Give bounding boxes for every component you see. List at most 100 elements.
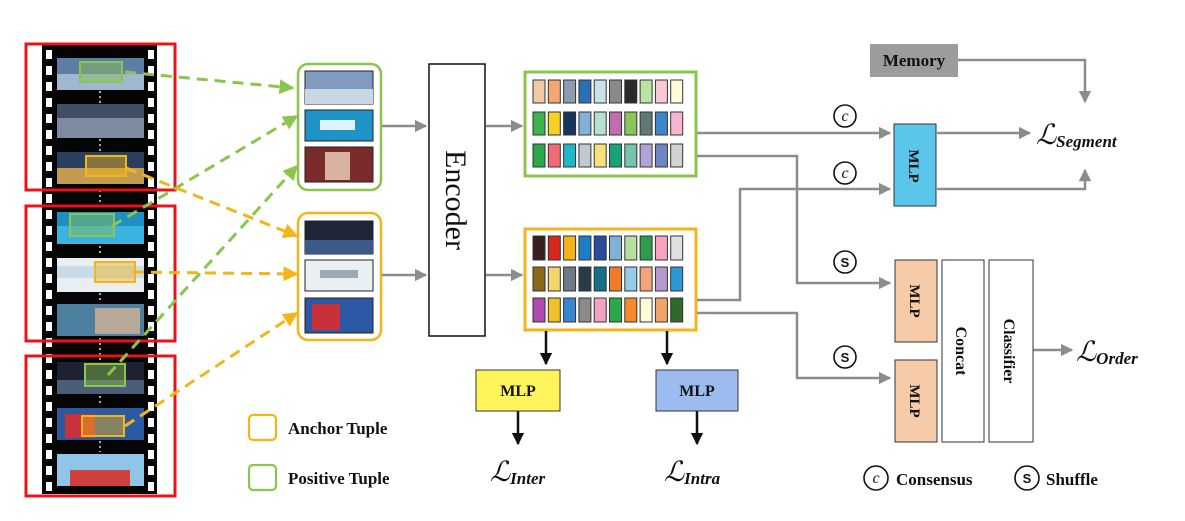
- sprocket-hole: [148, 306, 154, 315]
- video-film-strip: [24, 42, 177, 498]
- sampling-lines: [106, 70, 299, 428]
- sprocket-hole: [46, 162, 52, 171]
- feature-cell: [532, 266, 546, 292]
- feature-cell: [578, 266, 592, 292]
- positive-highlight-2: [69, 213, 115, 237]
- sprocket-hole: [148, 50, 154, 59]
- feature-cell: [624, 111, 638, 136]
- feature-cell: [547, 235, 561, 261]
- feature-cell: [609, 111, 622, 136]
- feature-cell: [593, 235, 607, 261]
- sprocket-hole: [46, 82, 52, 91]
- loss-inter: ℒInter: [490, 457, 546, 488]
- feature-cell: [609, 297, 622, 323]
- sprocket-hole: [148, 450, 154, 459]
- sprocket-hole: [46, 418, 52, 427]
- feature-cell: [578, 111, 592, 136]
- feature-cell: [639, 297, 653, 323]
- sprocket-hole: [46, 274, 52, 283]
- concat-block: Concat: [941, 259, 985, 443]
- anchor-highlight-1: [85, 155, 127, 177]
- loss-order: ℒOrder: [1076, 337, 1138, 368]
- sprocket-hole: [46, 114, 52, 123]
- positive-highlight-3: [84, 363, 126, 387]
- svg-text:Concat: Concat: [952, 327, 969, 377]
- feature-cell: [578, 79, 592, 104]
- sprocket-hole: [148, 274, 154, 283]
- legend-positive-tuple: Positive Tuple: [247, 463, 390, 492]
- feature-cell: [639, 79, 653, 104]
- legend-consensus: c Consensus: [863, 465, 973, 491]
- mlp-arrows: [511, 331, 704, 446]
- feature-cell: [624, 266, 638, 292]
- sprocket-hole: [148, 130, 154, 139]
- feature-cell: [624, 297, 638, 323]
- sprocket-hole: [148, 466, 154, 475]
- sprocket-hole: [46, 402, 52, 411]
- feature-cell: [547, 111, 561, 136]
- sprocket-hole: [46, 386, 52, 395]
- svg-text:Positive Tuple: Positive Tuple: [288, 469, 390, 488]
- svg-text:S: S: [1023, 471, 1032, 486]
- feature-cell: [532, 79, 546, 104]
- segment-box-1: [24, 42, 177, 192]
- feature-cell: [578, 297, 592, 323]
- feature-cell: [593, 143, 607, 168]
- sprocket-hole: [46, 98, 52, 107]
- order-mlp-1: MLP: [894, 259, 938, 343]
- sprocket-hole: [46, 306, 52, 315]
- sprocket-hole: [148, 226, 154, 235]
- sprocket-hole: [148, 146, 154, 155]
- consensus-marker-1: c: [833, 104, 857, 128]
- feature-cell: [670, 235, 684, 261]
- legend-shuffle: S Shuffle: [1014, 465, 1098, 491]
- svg-text:S: S: [841, 255, 850, 270]
- memory-label: Memory: [883, 51, 946, 70]
- sprocket-hole: [46, 482, 52, 491]
- sprocket-hole: [148, 210, 154, 219]
- feature-cell: [609, 79, 622, 104]
- sprocket-hole: [46, 146, 52, 155]
- feature-cell: [624, 79, 638, 104]
- feature-cell: [670, 143, 684, 168]
- svg-text:c: c: [872, 470, 879, 487]
- feature-cell: [532, 297, 546, 323]
- shuffle-marker-2: S: [833, 345, 857, 369]
- order-mlp-2: MLP: [894, 359, 938, 443]
- feature-cell: [563, 111, 577, 136]
- feature-cell: [593, 266, 607, 292]
- sprocket-hole: [148, 114, 154, 123]
- sprocket-hole: [148, 66, 154, 75]
- sprocket-hole: [46, 130, 52, 139]
- feature-cell: [670, 79, 684, 104]
- consensus-marker-2: c: [833, 161, 857, 185]
- sprocket-hole: [148, 194, 154, 203]
- positive-tuple: [296, 62, 383, 192]
- memory-block: Memory: [870, 44, 958, 77]
- feature-cell: [654, 235, 668, 261]
- feature-cell: [593, 111, 607, 136]
- feature-cell: [593, 297, 607, 323]
- svg-text:S: S: [841, 350, 850, 365]
- svg-text:c: c: [841, 108, 848, 125]
- sprocket-hole: [46, 66, 52, 75]
- feature-cell: [639, 266, 653, 292]
- anchor-tuple: [296, 211, 383, 342]
- feature-cell: [547, 79, 561, 104]
- feature-cell: [563, 143, 577, 168]
- sprocket-hole: [148, 370, 154, 379]
- feature-cell: [547, 143, 561, 168]
- feature-cell: [670, 266, 684, 292]
- sprocket-hole: [46, 258, 52, 267]
- sprocket-hole: [46, 370, 52, 379]
- feature-cell: [654, 143, 668, 168]
- encoder-to-feature-arrows: [486, 119, 524, 282]
- feature-cell: [578, 143, 592, 168]
- segment-box-3: [24, 354, 177, 498]
- feature-cell: [639, 235, 653, 261]
- loss-intra: ℒIntra: [664, 457, 721, 488]
- sprocket-hole: [148, 82, 154, 91]
- sprocket-hole: [148, 434, 154, 443]
- film-sprockets: [46, 50, 154, 491]
